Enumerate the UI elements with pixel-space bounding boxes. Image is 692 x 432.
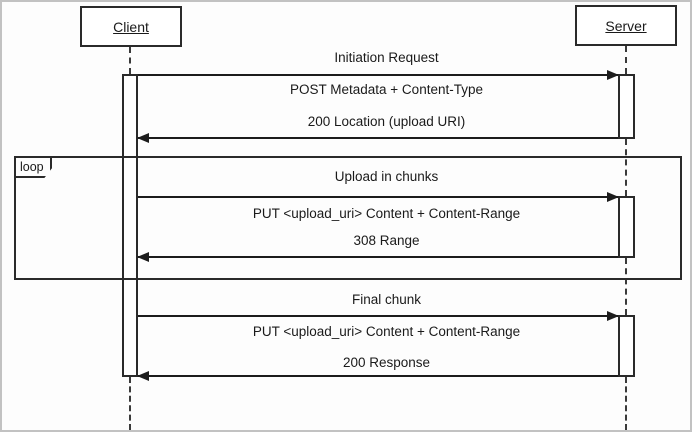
request-message-label: POST Metadata + Content-Type: [290, 82, 483, 97]
server-activation-bar: [618, 196, 635, 258]
response-arrowhead-icon: [137, 133, 149, 143]
response-message-label: 200 Response: [342, 355, 431, 370]
exchange-title: Upload in chunks: [334, 169, 439, 184]
request-arrowhead-icon: [607, 70, 619, 80]
actor-box-client: Client: [80, 6, 182, 47]
server-activation-bar: [618, 74, 635, 139]
response-message-label: 200 Location (upload URI): [307, 114, 466, 129]
actor-label-server: Server: [605, 17, 647, 34]
exchange-title: Initiation Request: [334, 50, 439, 65]
loop-operator-label: loop: [14, 156, 52, 178]
server-lifeline: [625, 258, 627, 315]
request-arrow-line: [138, 196, 618, 198]
server-lifeline: [625, 139, 627, 196]
request-arrow-line: [138, 315, 618, 317]
response-arrow-line: [138, 137, 618, 139]
request-message-label: PUT <upload_uri> Content + Content-Range: [252, 324, 521, 339]
response-arrowhead-icon: [137, 252, 149, 262]
request-arrow-line: [138, 74, 618, 76]
client-activation-bar: [122, 74, 138, 377]
response-arrowhead-icon: [137, 371, 149, 381]
loop-frame: loop: [14, 156, 682, 280]
server-activation-bar: [618, 315, 635, 377]
actor-box-server: Server: [575, 5, 677, 46]
actor-label-client: Client: [113, 18, 149, 35]
client-lifeline: [129, 47, 131, 74]
response-arrow-line: [138, 375, 618, 377]
request-arrowhead-icon: [607, 192, 619, 202]
request-message-label: PUT <upload_uri> Content + Content-Range: [252, 206, 521, 221]
exchange-title: Final chunk: [351, 292, 422, 307]
response-arrow-line: [138, 256, 618, 258]
response-message-label: 308 Range: [353, 233, 420, 248]
server-lifeline: [625, 377, 627, 430]
server-lifeline: [625, 46, 627, 74]
client-lifeline: [129, 377, 131, 430]
request-arrowhead-icon: [607, 311, 619, 321]
